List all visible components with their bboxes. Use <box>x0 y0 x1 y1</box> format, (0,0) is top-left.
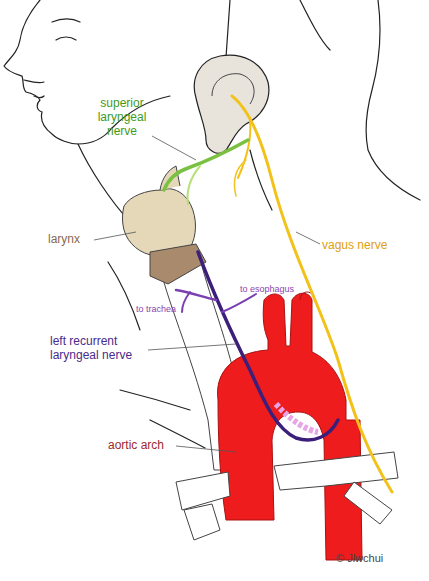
branch-label: to esophagus <box>240 284 310 295</box>
branch-label: to trachea <box>136 304 196 315</box>
part-label: larynx <box>48 232 92 246</box>
nerve-label: vagus nerve <box>322 238 412 252</box>
part-label: aortic arch <box>108 438 178 452</box>
nerve-label: superior laryngeal nerve <box>86 96 158 138</box>
vagus-nerve-shape <box>232 96 392 492</box>
leader-lines <box>94 136 320 452</box>
aortic-arch-shape <box>218 292 362 560</box>
nerve-label: left recurrent laryngeal nerve <box>50 334 150 362</box>
larynx-shape <box>123 166 207 284</box>
watermark: © Jlwchui <box>336 552 424 565</box>
pulmonary-artery <box>176 452 398 540</box>
recurrent-laryngeal-shape <box>176 252 338 440</box>
